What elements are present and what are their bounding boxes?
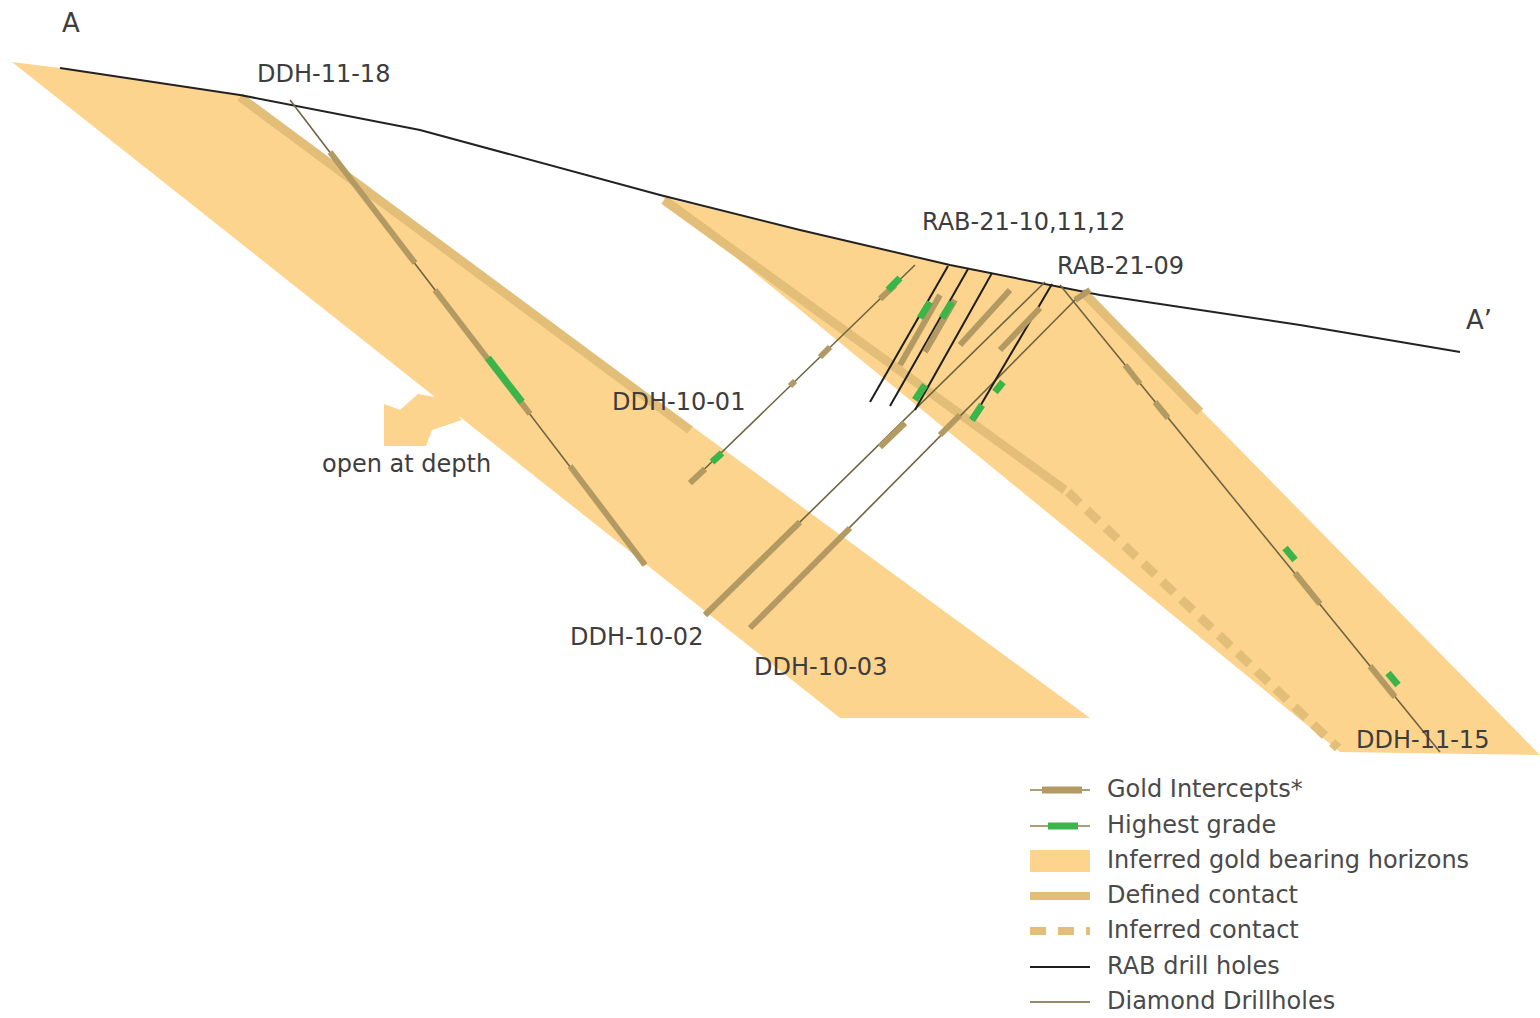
drillhole-label: DDH-10-01 [612,390,745,414]
legend-text: RAB drill holes [1107,954,1280,978]
defined-contact [664,200,1065,490]
note-label: open at depth [322,452,491,476]
legend-sample [1030,1001,1090,1003]
legend-text: Defined contact [1107,883,1298,907]
legend-sample [1030,825,1090,827]
legend-sample [1048,823,1078,830]
gold-horizon [662,197,1540,755]
legend-sample [1030,966,1090,968]
legend-sample [1030,927,1090,935]
inferred-contact [1068,492,1338,748]
legend-text: Inferred contact [1107,918,1299,942]
defined-contact [1085,294,1200,412]
topography-line [60,68,1460,352]
legend-text: Diamond Drillholes [1107,989,1335,1013]
drillhole-label: DDH-11-15 [1356,728,1489,752]
drillhole-label: DDH-11-18 [257,62,390,86]
legend-text: Highest grade [1107,813,1276,837]
drillhole-label: DDH-10-02 [570,625,703,649]
legend-swatch [1030,850,1090,872]
legend-sample [1042,787,1082,794]
legend-sample [1030,892,1090,900]
diamond-drillholes [290,100,1440,752]
gold-intercepts [330,152,1395,697]
highest-grade [488,278,1398,685]
drillhole-label: RAB-21-09 [1057,254,1184,278]
legend-sample [1030,789,1090,791]
rab-drillholes [870,266,1052,420]
legend-text: Inferred gold bearing horizons [1107,848,1469,872]
gold-horizon [12,62,1090,718]
drillhole-label: DDH-10-03 [754,655,887,679]
depth-arrow [412,394,478,432]
section-end-label: A’ [1466,307,1492,333]
legend-text: Gold Intercepts* [1107,777,1303,801]
section-end-label: A [62,10,80,36]
drillhole-label: RAB-21-10,11,12 [922,210,1125,234]
defined-contact [240,97,690,430]
